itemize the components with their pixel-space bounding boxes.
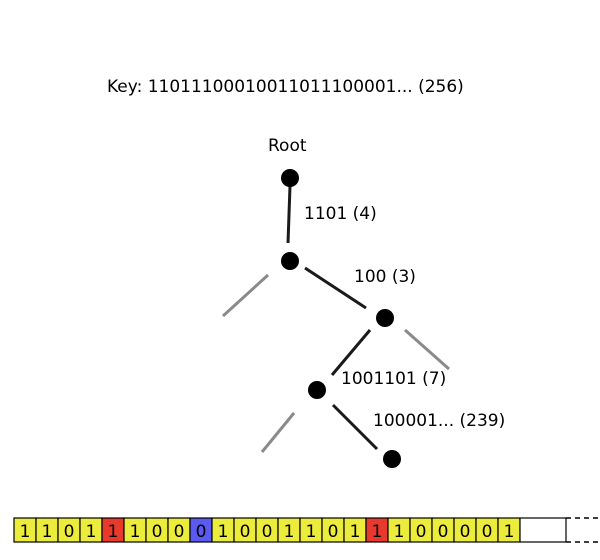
edge-label-2: 100 (3) (354, 267, 416, 287)
bit-value: 1 (218, 522, 229, 542)
root-node (281, 169, 299, 187)
stub-branch-left-3 (260, 412, 296, 453)
bit-value: 1 (350, 522, 361, 542)
bit-value: 1 (20, 522, 31, 542)
bit-value: 0 (438, 522, 449, 542)
bit-value: 0 (460, 522, 471, 542)
node-2 (376, 309, 394, 327)
bit-value: 0 (262, 522, 273, 542)
bit-value: 0 (482, 522, 493, 542)
bit-cell-empty (519, 517, 567, 543)
bit-value: 1 (394, 522, 405, 542)
bit-value: 1 (372, 522, 383, 542)
edge-label-3: 1001101 (7) (341, 369, 446, 389)
bit-value: 1 (42, 522, 53, 542)
leaf-node (383, 450, 401, 468)
bit-value: 0 (240, 522, 251, 542)
bit-value: 0 (416, 522, 427, 542)
edge-n1-to-n2 (304, 266, 367, 310)
root-label: Root (268, 136, 307, 156)
edge-n3-to-leaf (331, 403, 379, 451)
stub-branch-right-2 (404, 328, 450, 371)
bit-value: 1 (284, 522, 295, 542)
edge-n2-to-n3 (330, 329, 372, 376)
edge-label-1: 1101 (4) (304, 204, 377, 224)
node-1 (281, 252, 299, 270)
bit-value: 0 (196, 522, 207, 542)
bit-value: 0 (328, 522, 339, 542)
bit-value: 1 (86, 522, 97, 542)
bit-value: 0 (174, 522, 185, 542)
edge-label-4: 100001... (239) (373, 411, 505, 431)
bit-value: 1 (504, 522, 515, 542)
bit-value: 0 (152, 522, 163, 542)
key-label: Key: 11011100010011011100001... (256) (107, 77, 464, 97)
stub-branch-left-1 (221, 273, 270, 318)
bit-value: 0 (64, 522, 75, 542)
edge-root-to-n1 (286, 185, 292, 244)
bit-value: 1 (108, 522, 119, 542)
bit-value: 1 (130, 522, 141, 542)
node-3 (308, 381, 326, 399)
bit-value: 1 (306, 522, 317, 542)
